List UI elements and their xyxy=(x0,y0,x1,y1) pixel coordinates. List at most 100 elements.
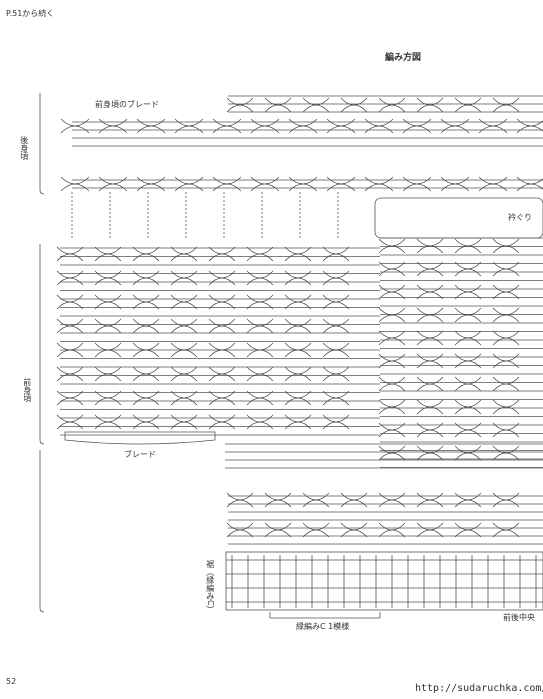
fan-stitch-motif xyxy=(478,176,508,192)
neckline-label: 衿ぐり xyxy=(508,213,532,222)
fan-stitch-motif xyxy=(492,376,520,392)
fan-stitch-motif xyxy=(174,118,204,134)
center-label: 前後中央 xyxy=(503,613,535,622)
fan-stitch-motif xyxy=(246,342,274,358)
braid-shape xyxy=(64,431,216,445)
fan-stitch-motif xyxy=(492,330,520,346)
fan-stitch-motif xyxy=(492,422,520,438)
fan-stitch-motif xyxy=(170,246,198,262)
fan-stitch-motif xyxy=(302,492,330,508)
fan-stitch-motif xyxy=(208,414,236,430)
fan-stitch-motif xyxy=(340,97,368,113)
fan-stitch-motif xyxy=(212,118,242,134)
fan-stitch-motif xyxy=(378,445,406,461)
fan-stitch-motif xyxy=(378,376,406,392)
fan-stitch-motif xyxy=(250,118,280,134)
fan-stitch-motif xyxy=(94,246,122,262)
fan-stitch-motif xyxy=(284,390,312,406)
fan-stitch-motif xyxy=(284,366,312,382)
fan-stitch-motif xyxy=(454,307,482,323)
fan-stitch-motif xyxy=(322,390,350,406)
fan-stitch-motif xyxy=(322,270,350,286)
fan-stitch-motif xyxy=(364,118,394,134)
back-body-bracket xyxy=(39,93,45,195)
fan-stitch-motif xyxy=(326,118,356,134)
hem-label: 裾（縁編みC） xyxy=(205,560,215,614)
fan-stitch-motif xyxy=(378,284,406,300)
fan-stitch-motif xyxy=(440,176,470,192)
fan-stitch-motif xyxy=(454,445,482,461)
fan-stitch-motif xyxy=(402,118,432,134)
fan-stitch-motif xyxy=(322,366,350,382)
fan-stitch-motif xyxy=(132,414,160,430)
fan-stitch-motif xyxy=(174,176,204,192)
pattern-repeat-bracket xyxy=(269,612,381,619)
fan-stitch-motif xyxy=(94,294,122,310)
fan-stitch-motif xyxy=(402,176,432,192)
fan-stitch-motif xyxy=(416,238,444,254)
fan-stitch-motif xyxy=(170,318,198,334)
fan-stitch-motif xyxy=(302,97,330,113)
fan-stitch-motif xyxy=(94,270,122,286)
fan-stitch-motif xyxy=(246,294,274,310)
fan-stitch-motif xyxy=(56,294,84,310)
fan-stitch-motif xyxy=(208,246,236,262)
fan-stitch-motif xyxy=(284,414,312,430)
fan-stitch-motif xyxy=(246,414,274,430)
fan-stitch-motif xyxy=(208,342,236,358)
fan-stitch-motif xyxy=(94,342,122,358)
fan-stitch-motif xyxy=(364,176,394,192)
front-body-bracket-lower xyxy=(39,450,45,613)
fan-stitch-motif xyxy=(56,342,84,358)
fan-stitch-motif xyxy=(440,118,470,134)
fan-stitch-motif xyxy=(454,376,482,392)
fan-stitch-motif xyxy=(378,492,406,508)
fan-stitch-motif xyxy=(208,390,236,406)
fan-stitch-motif xyxy=(322,414,350,430)
fan-stitch-motif xyxy=(264,492,292,508)
fan-stitch-motif xyxy=(264,522,292,538)
fan-stitch-motif xyxy=(416,97,444,113)
fan-stitch-motif xyxy=(284,246,312,262)
fan-stitch-motif xyxy=(208,318,236,334)
fan-stitch-motif xyxy=(132,390,160,406)
fan-stitch-motif xyxy=(492,492,520,508)
fan-stitch-motif xyxy=(136,118,166,134)
fan-stitch-motif xyxy=(284,294,312,310)
fan-stitch-motif xyxy=(56,366,84,382)
braid-label: ブレード xyxy=(124,450,156,459)
fan-stitch-motif xyxy=(170,414,198,430)
fan-stitch-motif xyxy=(454,97,482,113)
fan-stitch-motif xyxy=(416,330,444,346)
fan-stitch-motif xyxy=(492,284,520,300)
fan-stitch-motif xyxy=(94,366,122,382)
fan-stitch-motif xyxy=(170,342,198,358)
fan-stitch-motif xyxy=(416,376,444,392)
fan-stitch-motif xyxy=(416,399,444,415)
fan-stitch-motif xyxy=(132,270,160,286)
fan-stitch-motif xyxy=(326,176,356,192)
front-body-label: 前身頃 xyxy=(22,378,32,402)
front-braid-label: 前身頃のブレード xyxy=(95,100,159,109)
fan-stitch-motif xyxy=(56,318,84,334)
fan-stitch-motif xyxy=(416,422,444,438)
fan-stitch-motif xyxy=(132,246,160,262)
fan-stitch-motif xyxy=(94,414,122,430)
watermark-url: http://sudaruchka.com/ xyxy=(415,683,543,694)
back-body-label: 後身頃 xyxy=(19,136,29,160)
fan-stitch-motif xyxy=(340,522,368,538)
fan-stitch-motif xyxy=(56,390,84,406)
fan-stitch-motif xyxy=(132,342,160,358)
fan-stitch-motif xyxy=(454,330,482,346)
fan-stitch-motif xyxy=(246,270,274,286)
continued-note: P.51から続く xyxy=(6,9,55,18)
fan-stitch-motif xyxy=(208,294,236,310)
fan-stitch-motif xyxy=(516,176,543,192)
fan-stitch-motif xyxy=(416,522,444,538)
fan-stitch-motif xyxy=(246,366,274,382)
fan-stitch-motif xyxy=(492,307,520,323)
fan-stitch-motif xyxy=(288,118,318,134)
fan-stitch-motif xyxy=(492,261,520,277)
page-number: 52 xyxy=(6,677,17,686)
fan-stitch-motif xyxy=(492,97,520,113)
